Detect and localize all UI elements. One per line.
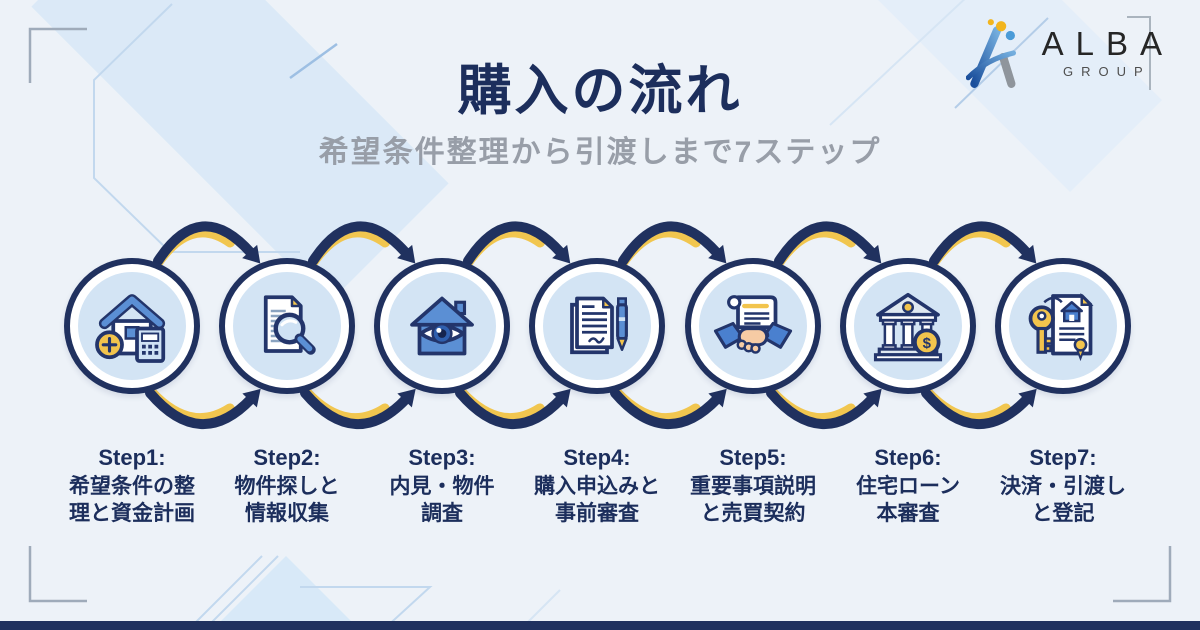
step-circle — [685, 258, 821, 394]
step-circle — [64, 258, 200, 394]
step-label: 重要事項説明 と売買契約 — [690, 474, 816, 526]
step-6: $ Step6: 住宅ローン 本審査 — [828, 258, 988, 528]
step-circle-fill — [388, 272, 496, 380]
key-certificate-icon — [1028, 292, 1094, 362]
step-4: Step4: 購入申込みと 事前審査 — [517, 258, 677, 528]
company-logo: ALBA GROUP — [965, 16, 1174, 90]
step-title: Step1: — [98, 445, 166, 470]
outline-trapezoid-bottom — [300, 586, 433, 630]
diagonal-line-bottom-left-2 — [203, 555, 279, 630]
diagonal-line-top-left — [289, 42, 338, 80]
step-label: 購入申込みと 事前審査 — [534, 474, 660, 526]
step-circle — [995, 258, 1131, 394]
step-title: Step6: — [874, 445, 942, 470]
step-circle — [374, 258, 510, 394]
step-title: Step3: — [408, 445, 476, 470]
corner-bracket-top-left — [28, 27, 87, 83]
step-label: 住宅ローン 本審査 — [856, 474, 960, 526]
svg-text:$: $ — [923, 335, 932, 352]
page-subtitle: 希望条件整理から引渡しまで7ステップ — [318, 136, 882, 169]
step-circle — [529, 258, 665, 394]
triangle-bottom-left — [212, 556, 360, 630]
logo-subtitle: GROUP — [1062, 64, 1151, 80]
step-label: 決済・引渡し と登記 — [1000, 474, 1126, 526]
bank-coin-icon: $ — [873, 292, 943, 362]
step-circle-fill — [699, 272, 807, 380]
diagonal-line-top-right-2 — [829, 0, 966, 126]
step-7: Step7: 決済・引渡し と登記 — [983, 258, 1143, 528]
document-search-icon — [263, 295, 316, 355]
house-eye-icon — [410, 296, 474, 356]
step-2: Step2: 物件探しと 情報収集 — [207, 258, 367, 528]
step-circle — [219, 258, 355, 394]
step-circle-fill: $ — [854, 272, 962, 380]
step-circle-fill — [78, 272, 186, 380]
corner-bracket-bottom-left — [28, 546, 87, 603]
step-3: Step3: 内見・物件 調査 — [362, 258, 522, 528]
step-5: Step5: 重要事項説明 と売買契約 — [673, 258, 833, 528]
alba-logo-mark-icon — [965, 19, 1016, 88]
step-label: 物件探しと 情報収集 — [234, 474, 340, 526]
step-label: 内見・物件 調査 — [389, 474, 495, 526]
step-circle-fill — [233, 272, 341, 380]
diagonal-band-top-left — [31, 0, 449, 304]
step-title: Step5: — [719, 445, 787, 470]
step-title: Step4: — [563, 445, 631, 470]
step-circle: $ — [840, 258, 976, 394]
diagonal-line-bottom-left — [187, 555, 263, 630]
corner-bracket-top-right — [1127, 16, 1151, 90]
step-1: Step1: 希望条件の整 理と資金計画 — [52, 258, 212, 528]
step-circle-fill — [543, 272, 651, 380]
logo-name: ALBA — [1041, 24, 1174, 62]
bottom-accent-bar — [0, 621, 1200, 630]
step-title: Step7: — [1029, 445, 1097, 470]
step-label: 希望条件の整 理と資金計画 — [69, 474, 195, 526]
page-title: 購入の流れ — [457, 61, 743, 121]
house-calculator-icon — [95, 294, 166, 363]
step-circle-fill — [1009, 272, 1117, 380]
handshake-icon — [713, 295, 793, 354]
step-title: Step2: — [253, 445, 321, 470]
corner-bracket-bottom-right — [1113, 546, 1172, 603]
contract-pen-icon — [570, 296, 628, 355]
